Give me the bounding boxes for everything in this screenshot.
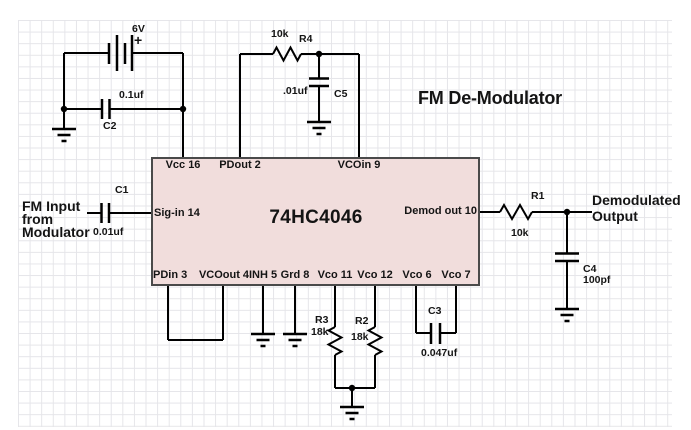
junction-dot bbox=[348, 384, 356, 392]
c3-value-label: 0.047uf bbox=[421, 347, 458, 359]
ground-icon bbox=[555, 307, 579, 323]
resistor-r3-icon bbox=[326, 326, 344, 356]
ic-part-number: 74HC4046 bbox=[269, 207, 363, 228]
r1-value-label: 10k bbox=[511, 227, 529, 239]
c5-ref-label: C5 bbox=[334, 88, 348, 100]
c4-value-label: 100pf bbox=[583, 274, 611, 286]
schematic-title: FM De-Modulator bbox=[418, 88, 562, 108]
junction-dot bbox=[179, 105, 187, 113]
ground-icon bbox=[251, 332, 275, 348]
resistor-r4-icon bbox=[272, 45, 302, 63]
r3-value-label: 18k bbox=[311, 326, 329, 338]
r1-ref-label: R1 bbox=[531, 190, 545, 202]
input-annotation-line3: Modulator bbox=[22, 224, 90, 240]
pin-label-vcc16: Vcc 16 bbox=[165, 159, 201, 171]
ic-body bbox=[151, 157, 480, 286]
ground-icon bbox=[307, 120, 331, 136]
pin-label-vco12: Vco 12 bbox=[357, 269, 393, 281]
c3-ref-label: C3 bbox=[428, 305, 442, 317]
pin-label-vco6: Vco 6 bbox=[402, 269, 432, 281]
r3-ref-label: R3 bbox=[315, 314, 329, 326]
capacitor-c1-icon bbox=[100, 203, 111, 223]
capacitor-c4-icon bbox=[555, 252, 579, 263]
output-annotation-line1: Demodulated bbox=[592, 192, 681, 208]
ground-icon bbox=[52, 127, 76, 143]
input-annotation-line2: from bbox=[22, 211, 54, 227]
battery-plus-label: + bbox=[134, 32, 143, 48]
capacitor-c5-icon bbox=[309, 77, 329, 88]
c4-ref-label: C4 bbox=[583, 263, 597, 275]
junction-dot bbox=[563, 208, 571, 216]
r2-ref-label: R2 bbox=[355, 315, 369, 327]
r2-value-label: 18k bbox=[351, 331, 369, 343]
pin-label-vco11: Vco 11 bbox=[317, 269, 353, 281]
pin-label-vcoin9: VCOin 9 bbox=[337, 159, 381, 171]
output-annotation: Demodulated Output bbox=[592, 192, 681, 224]
r4-ref-label: R4 bbox=[299, 33, 313, 45]
c5-value-label: .01uf bbox=[283, 85, 308, 97]
input-annotation-line1: FM Input bbox=[22, 198, 81, 214]
resistor-r2-icon bbox=[366, 326, 384, 356]
pin-label-inh5: INH 5 bbox=[248, 269, 278, 281]
ground-icon bbox=[340, 405, 364, 421]
pin-label-grd8: Grd 8 bbox=[280, 269, 310, 281]
junction-dot bbox=[315, 50, 323, 58]
pin-label-pdout2: PDout 2 bbox=[219, 159, 261, 171]
capacitor-c2-icon bbox=[100, 99, 111, 119]
battery-icon bbox=[107, 35, 134, 71]
output-annotation-line2: Output bbox=[592, 208, 638, 224]
wire-segments bbox=[63, 52, 592, 407]
pin-label-vcoout4: VCOout 4 bbox=[198, 269, 250, 281]
c1-ref-label: C1 bbox=[115, 184, 129, 196]
ground-icon bbox=[283, 332, 307, 348]
resistor-r1-icon bbox=[499, 202, 533, 222]
pin-label-demodout10: Demod out 10 bbox=[404, 205, 477, 217]
junction-dot bbox=[60, 105, 68, 113]
pin-label-pdin3: PDin 3 bbox=[153, 269, 188, 281]
pin-label-sigin14: Sig-in 14 bbox=[154, 207, 200, 219]
input-annotation: FM Input from Modulator bbox=[22, 198, 90, 240]
pin-label-vco7: Vco 7 bbox=[441, 269, 471, 281]
r4-value-label: 10k bbox=[271, 28, 289, 40]
c1-value-label: 0.01uf bbox=[93, 226, 124, 238]
battery-voltage-label: 6V bbox=[132, 23, 145, 35]
c2-ref-label: C2 bbox=[103, 120, 117, 132]
c2-value-label: 0.1uf bbox=[119, 89, 144, 101]
capacitor-c3-icon bbox=[429, 323, 442, 344]
